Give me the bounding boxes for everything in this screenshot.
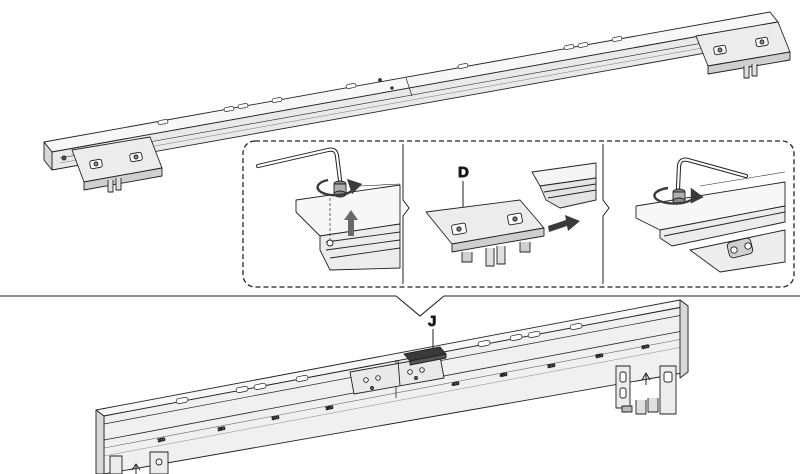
up-arrow-icon (344, 210, 358, 236)
callout-d: D (458, 164, 469, 181)
step-separator-2 (602, 144, 610, 284)
svg-text:500: 500 (547, 363, 556, 369)
section-divider (0, 295, 800, 317)
rotate-arrow-icon (316, 178, 363, 197)
bottom-rail-slots (175, 322, 583, 405)
step-3-tighten-screw (635, 157, 786, 273)
bottom-rail: J 200 250 300 350 400 450 (95, 299, 689, 474)
svg-text:300: 300 (271, 415, 280, 421)
top-rail (43, 11, 791, 193)
svg-text:450: 450 (499, 372, 508, 378)
svg-text:600: 600 (641, 344, 650, 350)
callout-j: J (428, 313, 436, 330)
detail-panel: D (242, 140, 795, 288)
rotate-arrow-icon (653, 186, 704, 205)
bottom-rail-left-bracket (109, 451, 169, 474)
top-rail-top-face (43, 11, 779, 153)
hex-key-icon (255, 147, 343, 183)
bottom-rail-right-bracket (615, 365, 677, 415)
push-arrow-icon (548, 215, 580, 232)
top-rail-right-bracket (695, 21, 791, 79)
svg-text:250: 250 (217, 426, 226, 432)
svg-text:400: 400 (451, 381, 460, 387)
step-1-loosen-screw (255, 147, 401, 271)
top-rail-slots (157, 36, 623, 125)
top-rail-front-face (51, 21, 779, 171)
step-2-slide-bracket: D (425, 162, 597, 267)
svg-text:350: 350 (325, 405, 334, 411)
svg-text:200: 200 (157, 437, 166, 443)
screw-hole (326, 239, 334, 247)
top-rail-left-bracket (61, 136, 163, 193)
rail-scale-marks: 200 250 300 350 400 450 500 550 600 (157, 343, 651, 443)
svg-text:550: 550 (595, 353, 604, 359)
step-separator-1 (402, 144, 410, 284)
